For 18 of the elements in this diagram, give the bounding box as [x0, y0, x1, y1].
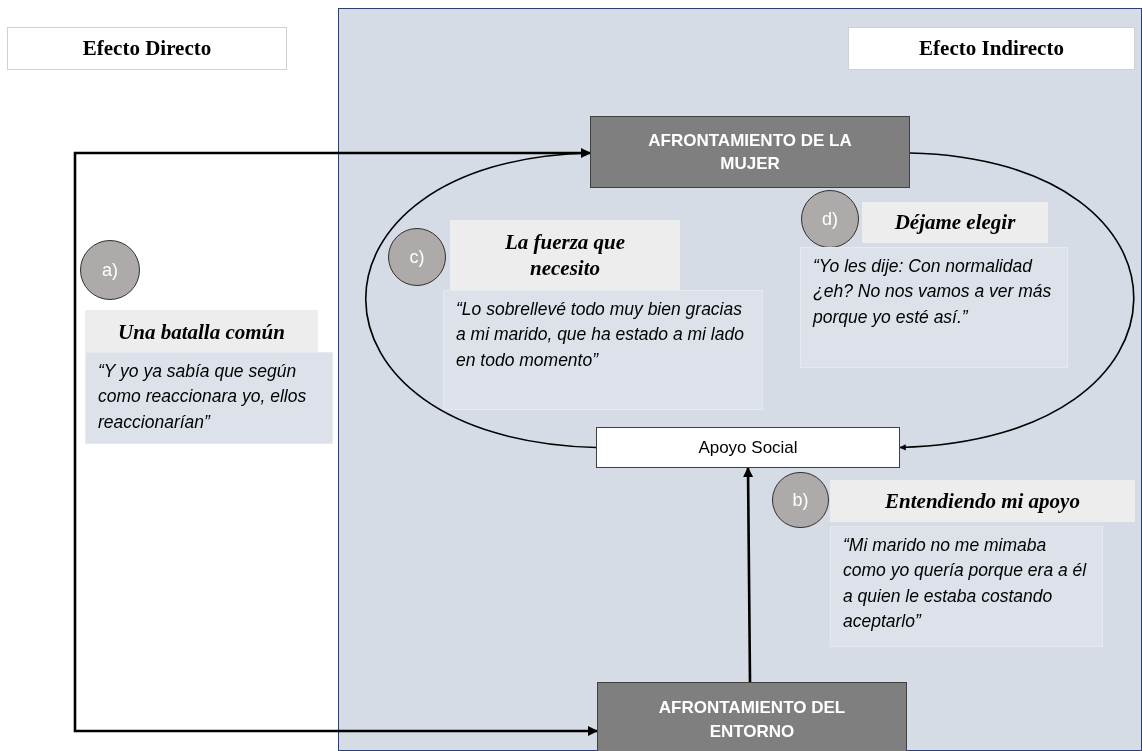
theme-title: Déjame elegir [862, 202, 1048, 243]
process-box: Apoyo Social [596, 427, 900, 468]
arrow [742, 466, 754, 682]
theme-title: La fuerza que necesito [450, 220, 680, 290]
process-box: AFRONTAMIENTO DEL ENTORNO [597, 682, 907, 751]
quote-box: “Yo les dije: Con normalidad ¿eh? No nos vamos a ver más porque yo esté así.” [800, 247, 1068, 368]
heading-box: Efecto Directo [7, 27, 287, 70]
panel-background [338, 8, 1142, 751]
theme-title: Una batalla común [85, 310, 318, 354]
quote-box: “Y yo ya sabía que según como reaccionara yo, ellos reaccionarían” [85, 352, 333, 444]
quote-box: “Lo sobrellevé todo muy bien gracias a mi marido, que ha estado a mi lado en todo momento” [443, 290, 763, 410]
arrow [73, 147, 599, 737]
arrow [899, 152, 1135, 451]
theme-title: Entendiendo mi apoyo [830, 480, 1135, 522]
quote-box: “Mi marido no me mimaba como yo quería porque era a él a quien le estaba costando aceptarlo” [830, 526, 1103, 647]
process-box: AFRONTAMIENTO DE LA MUJER [590, 116, 910, 188]
arrow [364, 150, 597, 449]
heading-box: Efecto Indirecto [848, 27, 1135, 70]
